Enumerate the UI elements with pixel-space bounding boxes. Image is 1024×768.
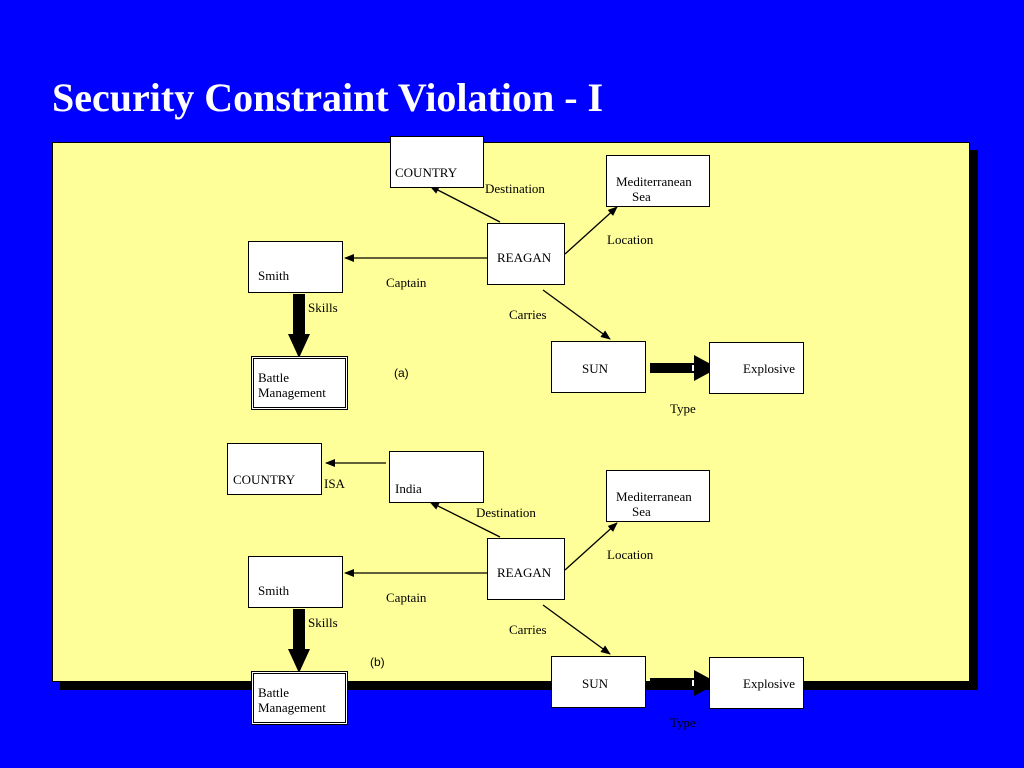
node-b-smith: Smith — [248, 556, 343, 608]
node-a-battle-management: Battle Management — [251, 356, 348, 410]
node-b-mediterranean: Mediterranean Sea — [606, 470, 710, 522]
label-a-destination: Destination — [485, 181, 545, 196]
node-b-country: COUNTRY — [227, 443, 322, 495]
node-b-country-label: COUNTRY — [233, 472, 296, 487]
node-a-med-line1: Mediterranean — [616, 174, 692, 189]
node-b-smith-label: Smith — [258, 583, 290, 598]
node-b-sun-label: SUN — [582, 676, 609, 691]
caption-b: (b) — [370, 655, 385, 669]
node-b-med-line2: Sea — [632, 504, 651, 519]
label-b-captain: Captain — [386, 590, 427, 605]
node-a-smith-label: Smith — [258, 268, 290, 283]
node-b-explosive-label: Explosive — [743, 676, 795, 691]
node-b-battle-management: Battle Management — [251, 671, 348, 725]
slide-title: Security Constraint Violation - I — [52, 75, 604, 120]
node-a-reagan: REAGAN — [487, 223, 565, 285]
node-b-reagan: REAGAN — [487, 538, 565, 600]
node-a-country-label: COUNTRY — [395, 165, 458, 180]
caption-a: (a) — [394, 366, 409, 380]
node-b-battle-line1: Battle — [258, 685, 290, 700]
label-a-captain: Captain — [386, 275, 427, 290]
node-a-battle-line2: Management — [258, 385, 326, 400]
node-a-med-line2: Sea — [632, 189, 651, 204]
label-b-isa: ISA — [324, 476, 345, 491]
node-a-smith: Smith — [248, 241, 343, 293]
node-a-sun: SUN — [551, 341, 646, 393]
node-b-med-line1: Mediterranean — [616, 489, 692, 504]
label-a-location: Location — [607, 232, 654, 247]
node-b-india: India — [389, 451, 484, 503]
node-a-reagan-label: REAGAN — [497, 250, 552, 265]
label-b-skills: Skills — [308, 615, 338, 630]
node-b-reagan-label: REAGAN — [497, 565, 552, 580]
node-b-explosive: Explosive — [709, 657, 804, 709]
node-b-sun: SUN — [551, 656, 646, 708]
label-a-skills: Skills — [308, 300, 338, 315]
node-a-sun-label: SUN — [582, 361, 609, 376]
label-a-type: Type — [670, 401, 696, 416]
label-b-carries: Carries — [509, 622, 547, 637]
node-b-india-label: India — [395, 481, 422, 496]
label-b-destination: Destination — [476, 505, 536, 520]
label-b-location: Location — [607, 547, 654, 562]
label-b-type: Type — [670, 715, 696, 730]
node-a-country: COUNTRY — [390, 136, 484, 188]
node-a-mediterranean: Mediterranean Sea — [606, 155, 710, 207]
label-a-carries: Carries — [509, 307, 547, 322]
node-b-battle-line2: Management — [258, 700, 326, 715]
node-a-battle-line1: Battle — [258, 370, 290, 385]
node-a-explosive-label: Explosive — [743, 361, 795, 376]
node-a-explosive: Explosive — [709, 342, 804, 394]
